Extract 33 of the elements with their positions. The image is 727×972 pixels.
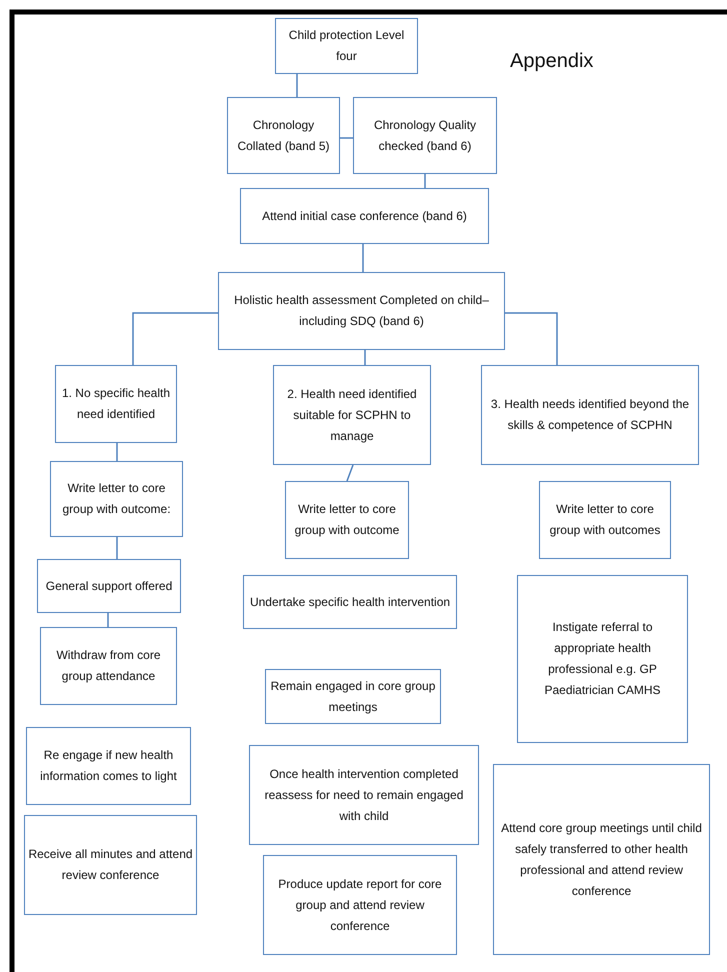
process-box: Instigate referral to appropriate health professional e.g. GP Paediatrician CAMHS (517, 575, 688, 743)
connector-line (364, 350, 366, 365)
process-box: Chronology Collated (band 5) (227, 97, 340, 174)
process-box: Write letter to core group with outcomes (539, 481, 671, 559)
connector-line (107, 613, 109, 627)
process-box: Chronology Quality checked (band 6) (353, 97, 497, 174)
process-box: Withdraw from core group attendance (40, 627, 177, 705)
connector-line (340, 137, 353, 139)
process-box: Child protection Level four (275, 18, 418, 74)
process-box: Attend initial case conference (band 6) (240, 188, 489, 244)
process-box: Remain engaged in core group meetings (265, 669, 441, 724)
process-box: Holistic health assessment Completed on child– including SDQ (band 6) (218, 272, 505, 350)
process-box: Attend core group meetings until child safely transferred to other health professional and attend review conference (493, 764, 710, 955)
process-box: Produce update report for core group and attend review conference (263, 855, 457, 955)
process-box: 1. No specific health need identified (55, 365, 177, 443)
process-box: Receive all minutes and attend review conference (24, 815, 197, 915)
connector-line (505, 312, 558, 365)
process-box: 2. Health need identified suitable for SCPHN to manage (273, 365, 431, 465)
process-box: Undertake specific health intervention (243, 575, 457, 629)
process-box: Re engage if new health information comes to light (26, 727, 191, 805)
process-box: Write letter to core group with outcome: (50, 461, 183, 537)
connector-line (296, 74, 298, 97)
title: Appendix (510, 50, 594, 73)
process-box: 3. Health needs identified beyond the skills & competence of SCPHN (481, 365, 699, 465)
connector-line (424, 174, 426, 188)
connector-line (362, 244, 364, 272)
connector-line (116, 443, 118, 461)
connector-line (346, 464, 354, 482)
process-box: Once health intervention completed reassess for need to remain engaged with child (249, 745, 479, 845)
process-box: Write letter to core group with outcome (285, 481, 409, 559)
connector-line (132, 312, 218, 365)
process-box: General support offered (37, 559, 181, 613)
connector-line (116, 537, 118, 559)
